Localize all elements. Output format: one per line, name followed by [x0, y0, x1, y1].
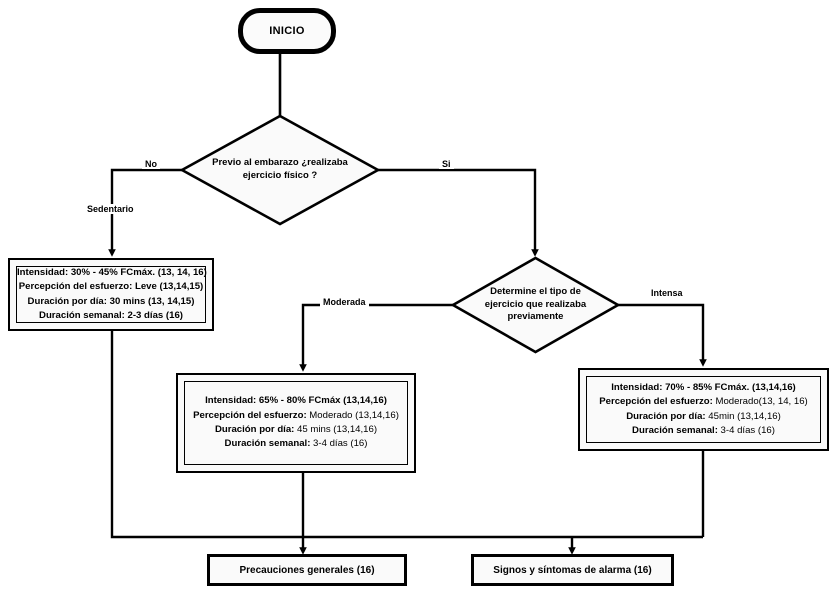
start-node[interactable]: INICIO — [238, 8, 336, 54]
intensa-row-3-lead: Duración por día: — [626, 410, 706, 422]
edge-label-intensa: Intensa — [648, 288, 686, 298]
sedentario-row-3-rest: 30 mins (13, 14,15) — [106, 295, 195, 307]
end-box-signos-alarma[interactable]: Signos y síntomas de alarma (16) — [471, 554, 674, 586]
sedentario-row-2-rest: Leve (13,14,15) — [132, 281, 204, 293]
intensa-row-3-rest: 45min (13,14,16) — [705, 410, 781, 422]
sedentario-row-2: Percepción del esfuerzo: Leve (13,14,15) — [17, 280, 205, 294]
decision2-line2: ejercicio que realizaba — [484, 298, 587, 310]
edge-label-moderada: Moderada — [320, 297, 369, 307]
decision-node-exercise-type[interactable]: Determine el tipo de ejercicio que reali… — [451, 256, 620, 354]
intensa-row-4-rest: 3-4 días (16) — [717, 424, 775, 436]
process-box-intensa[interactable]: Intensidad: 70% - 85% FCmáx. (13,14,16) … — [578, 368, 829, 451]
moderada-row-4: Duración semanal: 3-4 días (16) — [185, 437, 407, 451]
edge-decision2-moderada — [299, 303, 467, 372]
edge-label-no: No — [142, 159, 160, 169]
moderada-row-3-rest: 45 mins (13,14,16) — [294, 424, 378, 435]
moderada-row-1: Intensidad: 65% - 80% FCmáx (13,14,16) — [185, 394, 407, 408]
sedentario-row-1-rest: 30% - 45% FCmáx. (13, 14, 16) — [68, 266, 207, 278]
edge-label-sedentario: Sedentario — [84, 204, 137, 214]
diamond-shape — [451, 256, 620, 354]
decision1-line1: Previo al embarazo ¿realizaba — [212, 157, 348, 169]
intensa-row-4: Duración semanal: 3-4 días (16) — [587, 424, 820, 438]
sedentario-row-1-lead: Intensidad: — [17, 266, 69, 278]
sedentario-row-1: Intensidad: 30% - 45% FCmáx. (13, 14, 16… — [17, 266, 207, 280]
diamond-shape — [180, 114, 380, 226]
intensa-row-1: Intensidad: 70% - 85% FCmáx. (13,14,16) — [587, 381, 820, 395]
sedentario-row-4-lead: Duración semanal: — [39, 309, 125, 321]
start-node-label: INICIO — [269, 25, 305, 37]
moderada-row-4-lead: Duración semanal: — [224, 438, 311, 450]
process-box-moderada[interactable]: Intensidad: 65% - 80% FCmáx (13,14,16) P… — [176, 373, 416, 473]
sedentario-row-3-lead: Duración por día: — [27, 295, 107, 307]
intensa-row-4-lead: Duración semanal: — [632, 424, 718, 436]
sedentario-row-4-rest: 2-3 días (16) — [124, 309, 183, 321]
sedentario-row-3: Duración por día: 30 mins (13, 14,15) — [17, 295, 205, 309]
process-box-sedentario[interactable]: Intensidad: 30% - 45% FCmáx. (13, 14, 16… — [8, 258, 214, 331]
edge-decision1-si — [364, 168, 539, 257]
end-box-precauciones-generales[interactable]: Precauciones generales (16) — [207, 554, 407, 586]
sedentario-row-2-lead: Percepción del esfuerzo: — [18, 281, 133, 293]
intensa-row-2-rest: Moderado(13, 14, 16) — [712, 396, 808, 408]
moderada-row-3-lead: Duración por día: — [214, 424, 295, 435]
end-box-alarma-label: Signos y síntomas de alarma (16) — [493, 564, 652, 576]
intensa-row-1-rest: 70% - 85% FCmáx. (13,14,16) — [662, 381, 796, 393]
end-box-precauciones-label: Precauciones generales (16) — [239, 564, 375, 576]
decision2-line1: Determine el tipo de — [490, 285, 581, 297]
moderada-row-1-lead: Intensidad: — [205, 395, 257, 407]
sedentario-row-4: Duración semanal: 2-3 días (16) — [17, 309, 205, 323]
decision2-line3: previamente — [507, 311, 564, 323]
decision-node-prior-exercise[interactable]: Previo al embarazo ¿realizaba ejercicio … — [180, 114, 380, 226]
moderada-row-2-lead: Percepción del esfuerzo: — [193, 409, 307, 421]
edge-label-si: Si — [439, 159, 454, 169]
decision1-line2: ejercicio físico ? — [242, 170, 318, 181]
moderada-row-3: Duración por día: 45 mins (13,14,16) — [185, 423, 407, 437]
intensa-row-3: Duración por día: 45min (13,14,16) — [587, 410, 820, 424]
intensa-row-1-lead: Intensidad: — [611, 381, 663, 393]
intensa-row-2: Percepción del esfuerzo: Moderado(13, 14… — [587, 395, 820, 409]
intensa-row-2-lead: Percepción del esfuerzo: — [599, 396, 713, 408]
moderada-row-1-rest: 65% - 80% FCmáx (13,14,16) — [256, 395, 387, 407]
moderada-row-4-rest: 3-4 días (16) — [310, 438, 368, 450]
moderada-row-2: Percepción del esfuerzo: Moderado (13,14… — [185, 409, 407, 423]
moderada-row-2-rest: Moderado (13,14,16) — [306, 409, 399, 421]
